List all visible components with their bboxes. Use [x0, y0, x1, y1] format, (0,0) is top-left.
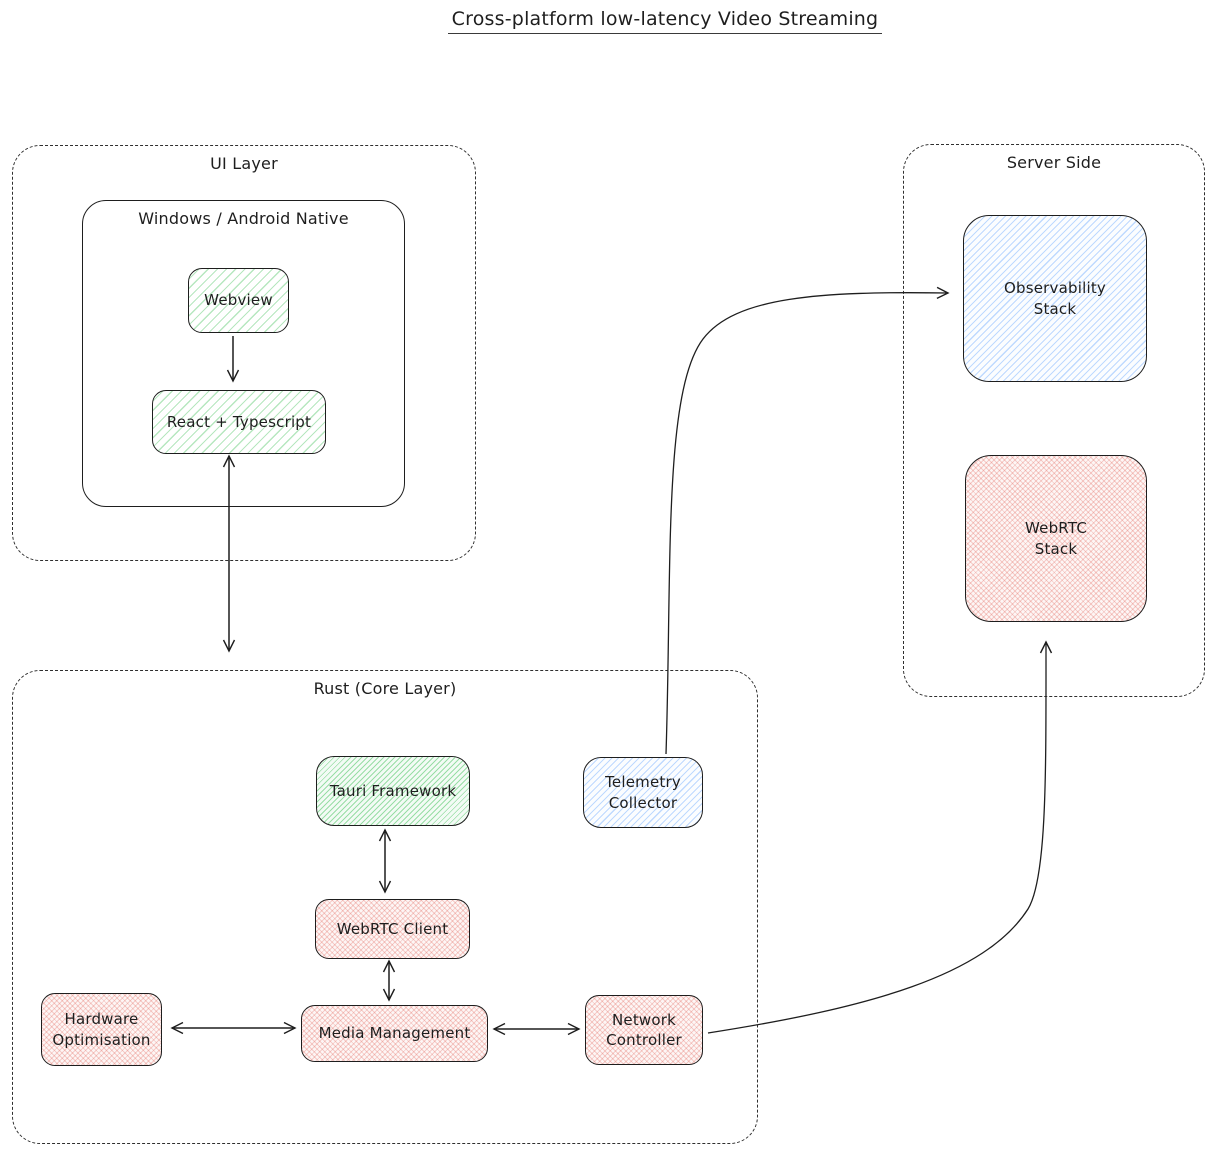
node-network-controller: Network Controller [585, 995, 703, 1065]
node-observability-stack-label: Observability Stack [1004, 279, 1106, 318]
node-tauri-framework: Tauri Framework [316, 756, 470, 826]
box-windows-android-native: Windows / Android Native [82, 200, 405, 507]
diagram-title: Cross-platform low-latency Video Streami… [447, 8, 883, 34]
container-rust-core-layer-label: Rust (Core Layer) [313, 679, 457, 698]
node-react-typescript: React + Typescript [152, 390, 326, 454]
container-ui-layer: UI Layer [12, 145, 476, 561]
node-telemetry-collector-label: Telemetry Collector [605, 773, 681, 812]
node-webview: Webview [188, 268, 289, 333]
node-media-management: Media Management [301, 1005, 488, 1062]
box-windows-android-native-label: Windows / Android Native [138, 209, 349, 228]
node-observability-stack: Observability Stack [963, 215, 1147, 382]
node-hardware-optimisation: Hardware Optimisation [41, 993, 162, 1066]
node-telemetry-collector: Telemetry Collector [583, 757, 703, 828]
node-webrtc-stack: WebRTC Stack [965, 455, 1147, 622]
container-server-side-label: Server Side [1006, 153, 1102, 172]
node-webrtc-client: WebRTC Client [315, 899, 470, 959]
node-media-management-label: Media Management [318, 1024, 471, 1043]
node-webrtc-client-label: WebRTC Client [336, 919, 449, 938]
arrow-network-controller-to-webrtc-stack [707, 640, 1053, 1034]
node-network-controller-label: Network Controller [606, 1010, 682, 1049]
container-ui-layer-label: UI Layer [210, 154, 278, 173]
node-webrtc-stack-label: WebRTC Stack [1025, 519, 1087, 558]
node-react-typescript-label: React + Typescript [166, 412, 312, 431]
node-hardware-optimisation-label: Hardware Optimisation [52, 1010, 151, 1049]
node-tauri-framework-label: Tauri Framework [329, 781, 457, 800]
diagram-title-wrap: Cross-platform low-latency Video Streami… [380, 8, 950, 34]
node-webview-label: Webview [204, 291, 273, 310]
